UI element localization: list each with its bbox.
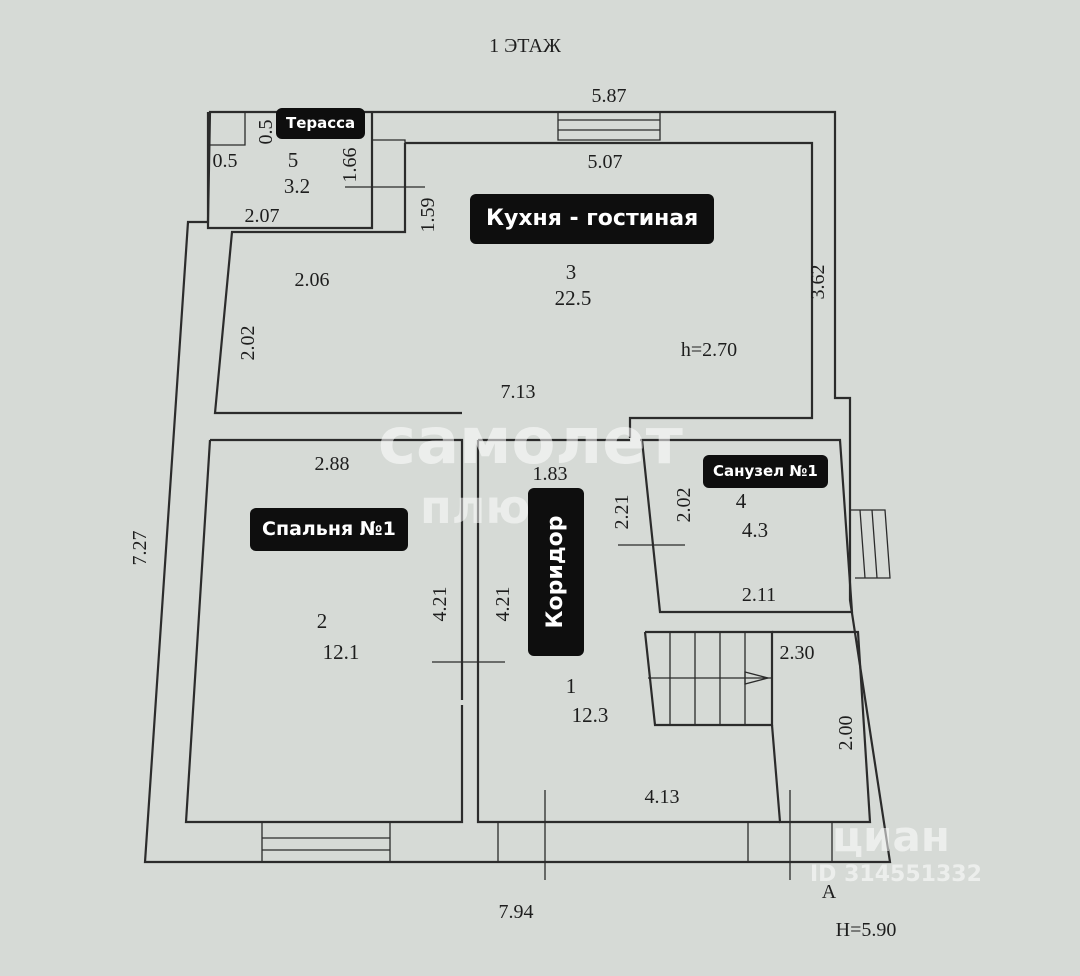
room-label-kitchen: Кухня - гостиная bbox=[470, 194, 715, 244]
room-label-corridor-text: Коридор bbox=[543, 515, 568, 629]
outer-wall bbox=[143, 110, 892, 864]
stair-room-wall bbox=[770, 630, 872, 824]
corridor-wall bbox=[476, 438, 780, 824]
dim-terrace-width: 2.07 bbox=[245, 205, 280, 227]
dim-bedroom-right: 4.21 bbox=[429, 587, 451, 622]
room-number-terrace: 5 bbox=[288, 148, 299, 172]
kitchen-wall bbox=[213, 141, 814, 438]
dim-left-overall: 7.27 bbox=[129, 531, 151, 566]
dim-kitchen-step: 1.59 bbox=[417, 198, 439, 233]
dim-kitchen-left-top: 2.06 bbox=[295, 269, 330, 291]
top-window bbox=[557, 112, 661, 141]
dim-kitchen-top: 5.07 bbox=[588, 151, 623, 173]
room-number-bedroom: 2 bbox=[317, 609, 328, 633]
room-label-terrace: Терасса bbox=[276, 108, 366, 139]
dim-bedroom-top: 2.88 bbox=[315, 453, 350, 475]
dim-bath-left-inner: 2.02 bbox=[673, 488, 695, 523]
room-label-bedroom: Спальня №1 bbox=[250, 508, 408, 551]
dim-corridor-left: 4.21 bbox=[492, 587, 514, 622]
section-mark: A bbox=[822, 881, 837, 903]
bedroom-wall bbox=[184, 438, 464, 824]
dim-kitchen-right: 3.62 bbox=[807, 265, 829, 300]
brand-watermark: самолет bbox=[378, 405, 683, 479]
room-number-kitchen: 3 bbox=[566, 260, 577, 284]
dim-terrace-small-v: 0.5 bbox=[255, 120, 277, 145]
bottom-window bbox=[261, 822, 391, 863]
dim-bottom-overall: 7.94 bbox=[499, 901, 534, 923]
terrace-wall bbox=[206, 112, 374, 230]
floor-title: 1 ЭТАЖ bbox=[489, 35, 561, 57]
stair-arrow bbox=[744, 671, 771, 685]
room-area-bathroom: 4.3 bbox=[742, 518, 768, 542]
dim-corridor-top: 1.83 bbox=[533, 463, 568, 485]
dim-bath-bottom: 2.11 bbox=[742, 584, 776, 606]
listing-id-watermark: ID 314551332 bbox=[810, 862, 982, 887]
right-window bbox=[850, 509, 891, 579]
room-height-kitchen: h=2.70 bbox=[681, 339, 737, 361]
room-area-bedroom: 12.1 bbox=[323, 640, 360, 664]
dim-corridor-bottom: 4.13 bbox=[645, 786, 680, 808]
dim-terrace-small-h: 0.5 bbox=[213, 150, 238, 172]
room-label-corridor: Коридор bbox=[528, 488, 584, 656]
room-area-corridor: 12.3 bbox=[572, 703, 609, 727]
room-number-bathroom: 4 bbox=[736, 489, 747, 513]
room-area-terrace: 3.2 bbox=[284, 174, 310, 198]
dim-stair-right: 2.00 bbox=[835, 716, 857, 751]
room-area-kitchen: 22.5 bbox=[555, 286, 592, 310]
dimension-ticks bbox=[345, 186, 791, 880]
site-watermark: циан bbox=[832, 812, 950, 861]
dim-kitchen-bottom: 7.13 bbox=[501, 381, 536, 403]
total-height: H=5.90 bbox=[836, 919, 897, 941]
porch-lines bbox=[497, 822, 833, 862]
stair-steps bbox=[648, 632, 772, 725]
dim-bath-left-outer: 2.21 bbox=[611, 495, 633, 530]
dim-top-overall: 5.87 bbox=[592, 85, 627, 107]
dim-stair-top: 2.30 bbox=[780, 642, 815, 664]
room-number-corridor: 1 bbox=[566, 674, 577, 698]
bathroom-wall bbox=[640, 438, 854, 614]
room-label-bathroom: Санузел №1 bbox=[703, 455, 828, 488]
dim-kitchen-left-side: 2.02 bbox=[237, 326, 259, 361]
dim-terrace-side: 1.66 bbox=[339, 148, 361, 183]
